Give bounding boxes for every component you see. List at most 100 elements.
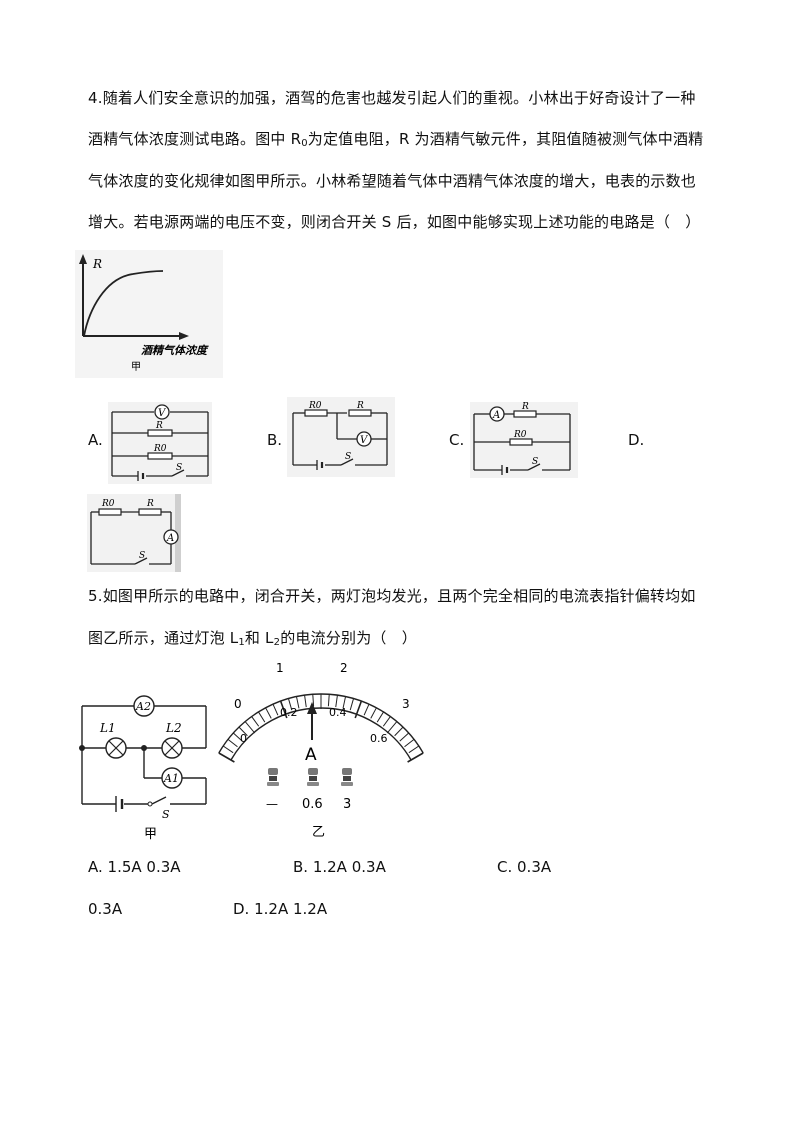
q5-line-2-c: 的电流分别为（ ）	[280, 629, 417, 647]
dial-terminal-3	[341, 768, 353, 786]
dial-tick	[222, 745, 234, 754]
dial-top-1: 1	[276, 661, 284, 675]
circuit-b-r-label: R	[356, 401, 364, 411]
graph-y-arrow	[79, 254, 87, 264]
q5-circuit-caption: 甲	[144, 827, 157, 842]
q5-l1-label: L1	[99, 721, 116, 735]
dial-tick	[272, 703, 279, 716]
dial-bottom-1: 0.2	[280, 706, 298, 719]
circuit-c-a-label: A	[492, 410, 500, 421]
dial-tick	[251, 716, 260, 727]
circuit-d-a-label: A	[166, 533, 174, 544]
q4-line-2: 酒精气体浓度测试电路。图中 R0为定值电阻，R 为酒精气敏元件，其阻值随被测气体…	[88, 129, 703, 154]
q5-line-2: 图乙所示，通过灯泡 L1和 L2的电流分别为（ ）	[88, 628, 417, 653]
dial-tick	[295, 696, 300, 709]
dial-tick	[335, 695, 338, 708]
q5-line-2-a: 图乙所示，通过灯泡 L	[88, 629, 239, 647]
q5-a1-label: A1	[163, 772, 179, 785]
q5-option-b[interactable]: B. 1.2A 0.3A	[293, 858, 386, 876]
circuit-a-resistor-r	[147, 429, 173, 437]
dial-top-0: 0	[234, 697, 242, 711]
dial-tick	[349, 698, 355, 711]
circuit-d: R0 R A S	[87, 494, 181, 572]
q5-option-d[interactable]: D. 1.2A 1.2A	[233, 900, 328, 918]
dial-tick	[265, 707, 272, 719]
dial-tick	[394, 726, 404, 737]
circuit-b-r0-label: R0	[308, 401, 322, 411]
circuit-d-r-label: R	[146, 499, 154, 509]
q5-switch-pivot	[147, 801, 153, 807]
dial-terminal-neg	[267, 768, 279, 786]
circuit-c-r0-label: R0	[513, 430, 527, 440]
dial-tick	[227, 738, 238, 748]
circuit-a-v-label: V	[158, 408, 167, 419]
q5-ammeter-a2	[133, 695, 155, 717]
graph-x-label: 酒精气体浓度	[141, 344, 209, 357]
circuit-b-s-label: S	[345, 452, 351, 462]
circuit-d-resistor-r0	[98, 508, 122, 516]
dial-tick	[327, 694, 330, 707]
dial-tick	[218, 752, 235, 763]
q4-line-1: 4.随着人们安全意识的加强，酒驾的危害也越发引起人们的重视。小林出于好奇设计了一…	[88, 89, 696, 107]
circuit-c-resistor-r	[513, 410, 537, 418]
q5-lamp-l1-cross-b	[108, 740, 124, 756]
dial-tick	[304, 695, 307, 708]
q5-l2-label: L2	[165, 721, 182, 735]
circuit-c: A R R0 S	[470, 402, 578, 478]
q5-line-2-b: 和 L	[244, 629, 274, 647]
circuit-d-r0-label: R0	[101, 499, 115, 509]
q4-option-b[interactable]: B.	[267, 431, 283, 449]
circuit-a-r0-label: R0	[153, 444, 167, 454]
q4-line-2-sub: 0	[301, 138, 308, 149]
circuit-a-resistor-r0	[147, 452, 173, 460]
q5-line-2-sub1: 1	[238, 637, 245, 648]
q5-junction-left	[79, 745, 85, 751]
dial-tick	[287, 698, 293, 711]
q5-lamp-l2-cross-b	[164, 740, 180, 756]
q5-line-1: 5.如图甲所示的电路中，闭合开关，两灯泡均发光，且两个完全相同的电流表指针偏转均…	[88, 587, 696, 605]
q4-option-a[interactable]: A.	[88, 431, 103, 449]
graph-curve	[83, 270, 164, 337]
graph-y-label: R	[92, 257, 102, 271]
dial-tick	[258, 711, 266, 723]
circuit-a-voltmeter	[154, 404, 170, 420]
q4-line-3: 气体浓度的变化规律如图甲所示。小林希望随着气体中酒精气体浓度的增大，电表的示数也	[88, 172, 697, 190]
q5-s-label: S	[162, 808, 170, 821]
q4-option-c[interactable]: C.	[449, 431, 465, 449]
dial-tick	[232, 732, 243, 742]
dial-terminal-06	[307, 768, 319, 786]
dial-tick	[238, 726, 248, 737]
circuit-a: V R R0 S	[108, 402, 212, 484]
dial-tick	[376, 711, 384, 723]
dial-terminal-label-06: 0.6	[302, 797, 323, 812]
dial-tick	[342, 696, 347, 709]
dial-bottom-3: 0.6	[370, 732, 388, 745]
dial-bottom-0: 0	[240, 732, 247, 745]
q4-line-4: 增大。若电源两端的电压不变，则闭合开关 S 后，如图中能够实现上述功能的电路是（…	[88, 213, 701, 231]
circuit-b-v-label: V	[360, 435, 369, 446]
q5-option-c[interactable]: C. 0.3A	[497, 858, 552, 876]
dial-terminal-label-neg: —	[266, 797, 278, 811]
dial-top-3: 3	[402, 697, 410, 711]
dial-tick	[382, 716, 391, 727]
circuit-d-edge	[175, 494, 181, 572]
q5-option-a[interactable]: A. 1.5A 0.3A	[88, 858, 181, 876]
dial-tick	[408, 745, 420, 754]
q5-junction-middle	[141, 745, 147, 751]
dial-tick	[370, 707, 377, 719]
dial-tick	[354, 700, 363, 719]
graph-x-arrow	[179, 332, 189, 340]
circuit-c-r-label: R	[521, 402, 529, 412]
dial-tick	[407, 752, 424, 763]
q4-line-2-a: 酒精气体浓度测试电路。图中 R	[88, 130, 302, 148]
q4-option-d[interactable]: D.	[628, 431, 645, 449]
q5-option-c-wrap: 0.3A	[88, 900, 123, 918]
circuit-c-resistor-r0	[509, 438, 533, 446]
dial-needle-head	[307, 702, 317, 714]
dial-tick	[363, 703, 370, 716]
q5-ammeter-a1	[161, 767, 183, 789]
dial-tick	[279, 700, 288, 719]
q5-line-2-sub2: 2	[273, 637, 281, 648]
circuit-b-resistor-r0	[304, 409, 328, 417]
dial-top-2: 2	[340, 661, 348, 675]
